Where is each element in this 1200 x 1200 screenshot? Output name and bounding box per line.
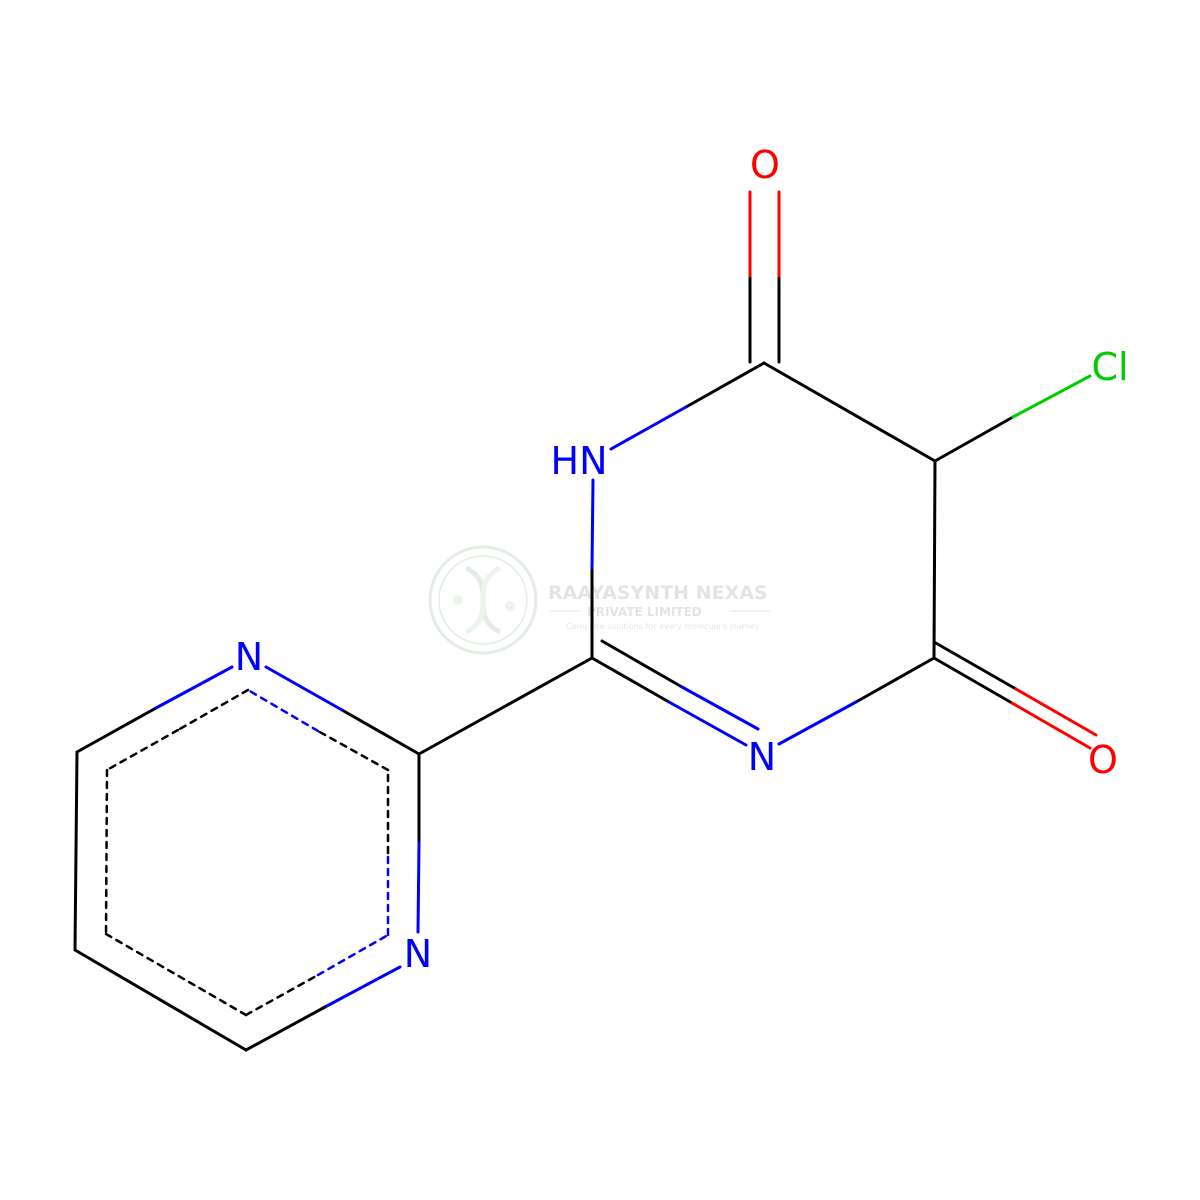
atom-labels: O Cl HN N O N N: [235, 143, 1129, 976]
atom-cl: Cl: [1091, 345, 1128, 389]
atom-nh: HN: [551, 439, 608, 483]
bond-c-nh: [609, 361, 766, 451]
bond-c-cl-carbon: [762, 361, 937, 463]
watermark-subtitle: PRIVATE LIMITED: [587, 605, 702, 619]
bond-co-bottom: [932, 640, 1098, 750]
bond-c2-pyrimidine: [417, 656, 594, 756]
watermark: RAAYASYNTH NEXAS PRIVATE LIMITED Complet…: [428, 545, 770, 655]
atom-o-bottom: O: [1088, 738, 1118, 782]
aromatic-inner-ring: [104, 688, 390, 1017]
bond-co-top: [748, 190, 781, 364]
atom-o-top: O: [750, 143, 780, 187]
watermark-title: RAAYASYNTH NEXAS: [548, 582, 768, 604]
dna-helix-logo: [428, 545, 538, 655]
bond-ccl-cbottom: [932, 459, 937, 660]
bond-cbottom-n: [777, 656, 936, 746]
watermark-tagline: Complete solutions for every molecule's …: [566, 622, 760, 631]
bonds: [73, 190, 1098, 1052]
bond-n-c2: [590, 639, 760, 747]
atom-n-ring: N: [748, 735, 776, 779]
bond-c2-nh: [590, 478, 595, 660]
pyrimidine-ring: [73, 665, 421, 1052]
bond-c-cl: [933, 374, 1092, 463]
atom-n-pyrimidine-top: N: [235, 635, 263, 679]
atom-n-pyrimidine-bottom: N: [404, 932, 432, 976]
